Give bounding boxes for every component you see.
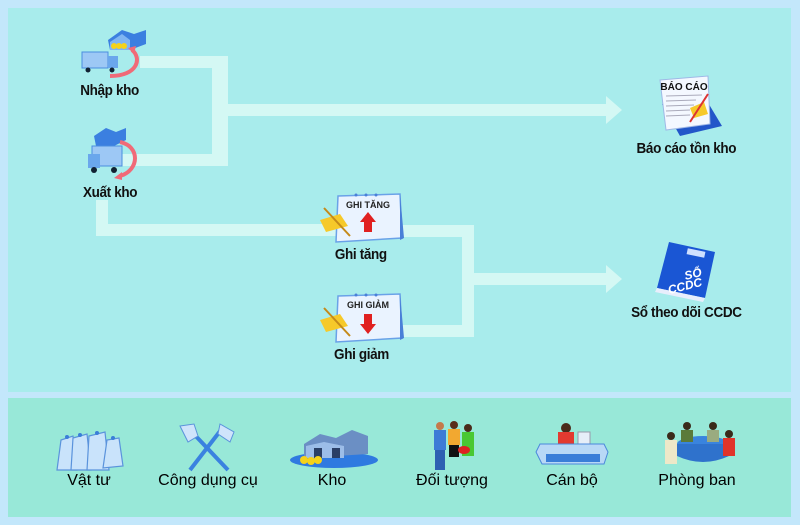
connector-to-so-ccdc	[470, 273, 608, 285]
node-so-theo-doi-ccdc[interactable]: SỔ CCDC Sổ theo dõi CCDC	[620, 238, 752, 322]
connector-to-ghi-tang	[96, 224, 336, 236]
record-decrease-icon: GHI GIẢM	[320, 293, 404, 343]
catalog-item-vat-tu[interactable]: Vật tư	[29, 420, 149, 490]
department-meeting-icon	[665, 422, 735, 464]
catalog-label: Cán bộ	[546, 472, 598, 489]
catalog-item-cong-dung-cu[interactable]: Công dụng cụ	[148, 420, 268, 490]
book-title-line1: SỔ	[683, 264, 704, 283]
node-xuat-kho[interactable]: Xuất kho	[60, 124, 160, 202]
catalog-panel	[8, 398, 791, 517]
catalog-label: Công dụng cụ	[158, 472, 258, 489]
catalog-label: Vật tư	[67, 472, 111, 489]
warehouse-truck-outbound-icon	[88, 128, 137, 180]
report-document-icon: BÁO CÁO	[659, 75, 722, 136]
catalog-item-phong-ban[interactable]: Phòng ban	[637, 420, 757, 490]
doc-title: GHI TĂNG	[346, 200, 390, 210]
catalog-item-can-bo[interactable]: Cán bộ	[512, 420, 632, 490]
arrowhead-bao-cao	[606, 96, 622, 124]
node-label: Ghi giảm	[333, 346, 389, 363]
node-ghi-tang[interactable]: GHI TĂNG Ghi tăng	[313, 190, 409, 264]
warehouse-truck-inbound-icon	[81, 30, 146, 78]
people-group-icon	[434, 421, 474, 470]
node-label: Sổ theo dõi CCDC	[630, 304, 742, 321]
connector-to-bao-cao	[224, 104, 608, 116]
catalog-label: Kho	[317, 472, 347, 489]
catalog-item-doi-tuong[interactable]: Đối tượng	[392, 420, 512, 490]
doc-title: BÁO CÁO	[660, 80, 707, 93]
connector-xuat-kho-right	[112, 154, 228, 166]
catalog-label: Phòng ban	[658, 472, 736, 489]
connector-bus-vertical-2	[462, 225, 474, 337]
doc-title: GHI GIẢM	[347, 299, 389, 310]
arrowhead-so-ccdc	[606, 265, 622, 293]
connector-nhap-kho	[140, 56, 228, 68]
shovel-axe-tools-icon	[179, 423, 235, 472]
connector-ghi-tang-right	[398, 225, 474, 237]
connector-bus-vertical-1	[212, 56, 228, 166]
catalog-label: Đối tượng	[416, 472, 488, 489]
connector-ghi-giam-right	[398, 325, 474, 337]
record-increase-icon: GHI TĂNG	[320, 193, 404, 243]
ccdc-ledger-book-icon: SỔ CCDC	[655, 242, 715, 302]
catalog-item-kho[interactable]: Kho	[272, 420, 392, 490]
node-label: Ghi tăng	[335, 246, 387, 263]
warehouse-icon	[290, 430, 378, 468]
node-nhap-kho[interactable]: Nhập kho	[60, 22, 160, 100]
node-bao-cao-ton-kho[interactable]: BÁO CÁO Báo cáo tồn kho	[626, 74, 746, 158]
node-label: Nhập kho	[80, 82, 140, 99]
node-label: Xuất kho	[82, 184, 138, 201]
staff-desk-icon	[535, 423, 609, 465]
supply-bags-icon	[56, 431, 124, 471]
node-label: Báo cáo tồn kho	[636, 140, 736, 157]
node-ghi-giam[interactable]: GHI GIẢM Ghi giảm	[313, 290, 409, 364]
